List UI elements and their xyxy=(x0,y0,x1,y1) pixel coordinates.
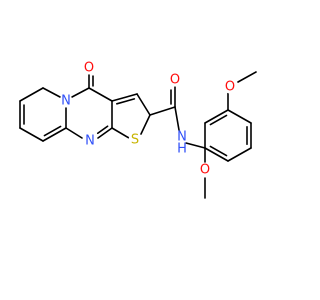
methoxy-oxygen-bottom-label-backing xyxy=(198,163,212,177)
bond-10 xyxy=(71,87,90,98)
bond-7-second xyxy=(96,125,109,135)
bond-2-second xyxy=(43,125,62,137)
methoxy-oxygen-top-label: O xyxy=(225,80,235,95)
bond-24 xyxy=(227,147,252,162)
bond-2 xyxy=(42,127,67,142)
bond-4 xyxy=(42,87,61,98)
methoxy-oxygen-bottom-label: O xyxy=(200,163,210,178)
bond-16 xyxy=(149,106,176,116)
bond-21-second xyxy=(209,114,228,126)
carbonyl-oxygen-label: O xyxy=(84,61,94,76)
bond-9 xyxy=(88,87,113,102)
bond-12-second xyxy=(116,98,136,105)
bond-14 xyxy=(140,114,151,135)
methoxy-oxygen-top-label-backing xyxy=(223,80,237,94)
amide-oxygen-label-backing xyxy=(168,73,182,87)
bond-15 xyxy=(111,127,130,139)
bond-27 xyxy=(237,71,257,83)
bond-6 xyxy=(65,127,83,139)
bonds-layer xyxy=(19,71,257,199)
amide-nitrogen-label-backing xyxy=(175,130,189,144)
bridgehead-nitrogen-label: N xyxy=(61,94,71,109)
pyrimidine-nitrogen-label-backing xyxy=(83,134,97,148)
bond-25-second xyxy=(209,145,228,157)
amide-nitrogen-label: N xyxy=(177,130,187,145)
carbonyl-oxygen-label-backing xyxy=(82,61,96,75)
bond-18 xyxy=(174,106,180,131)
thiophene-sulfur-label: S xyxy=(131,133,139,148)
thiophene-sulfur-label-backing xyxy=(128,133,142,147)
bond-1 xyxy=(19,127,44,142)
pyrimidine-nitrogen-label: N xyxy=(85,134,95,149)
amide-hydrogen-label: H xyxy=(177,142,187,157)
bond-13 xyxy=(136,93,151,116)
bridgehead-nitrogen-label-backing xyxy=(59,94,73,108)
amide-oxygen-label: O xyxy=(170,73,180,88)
bond-12 xyxy=(111,93,138,102)
bond-25 xyxy=(204,147,229,162)
bond-5 xyxy=(19,87,44,102)
bond-21 xyxy=(204,109,229,124)
bond-22 xyxy=(227,109,252,124)
amide-hydrogen-label-backing xyxy=(175,142,189,156)
bond-7 xyxy=(97,127,113,139)
bond-19 xyxy=(185,142,206,149)
